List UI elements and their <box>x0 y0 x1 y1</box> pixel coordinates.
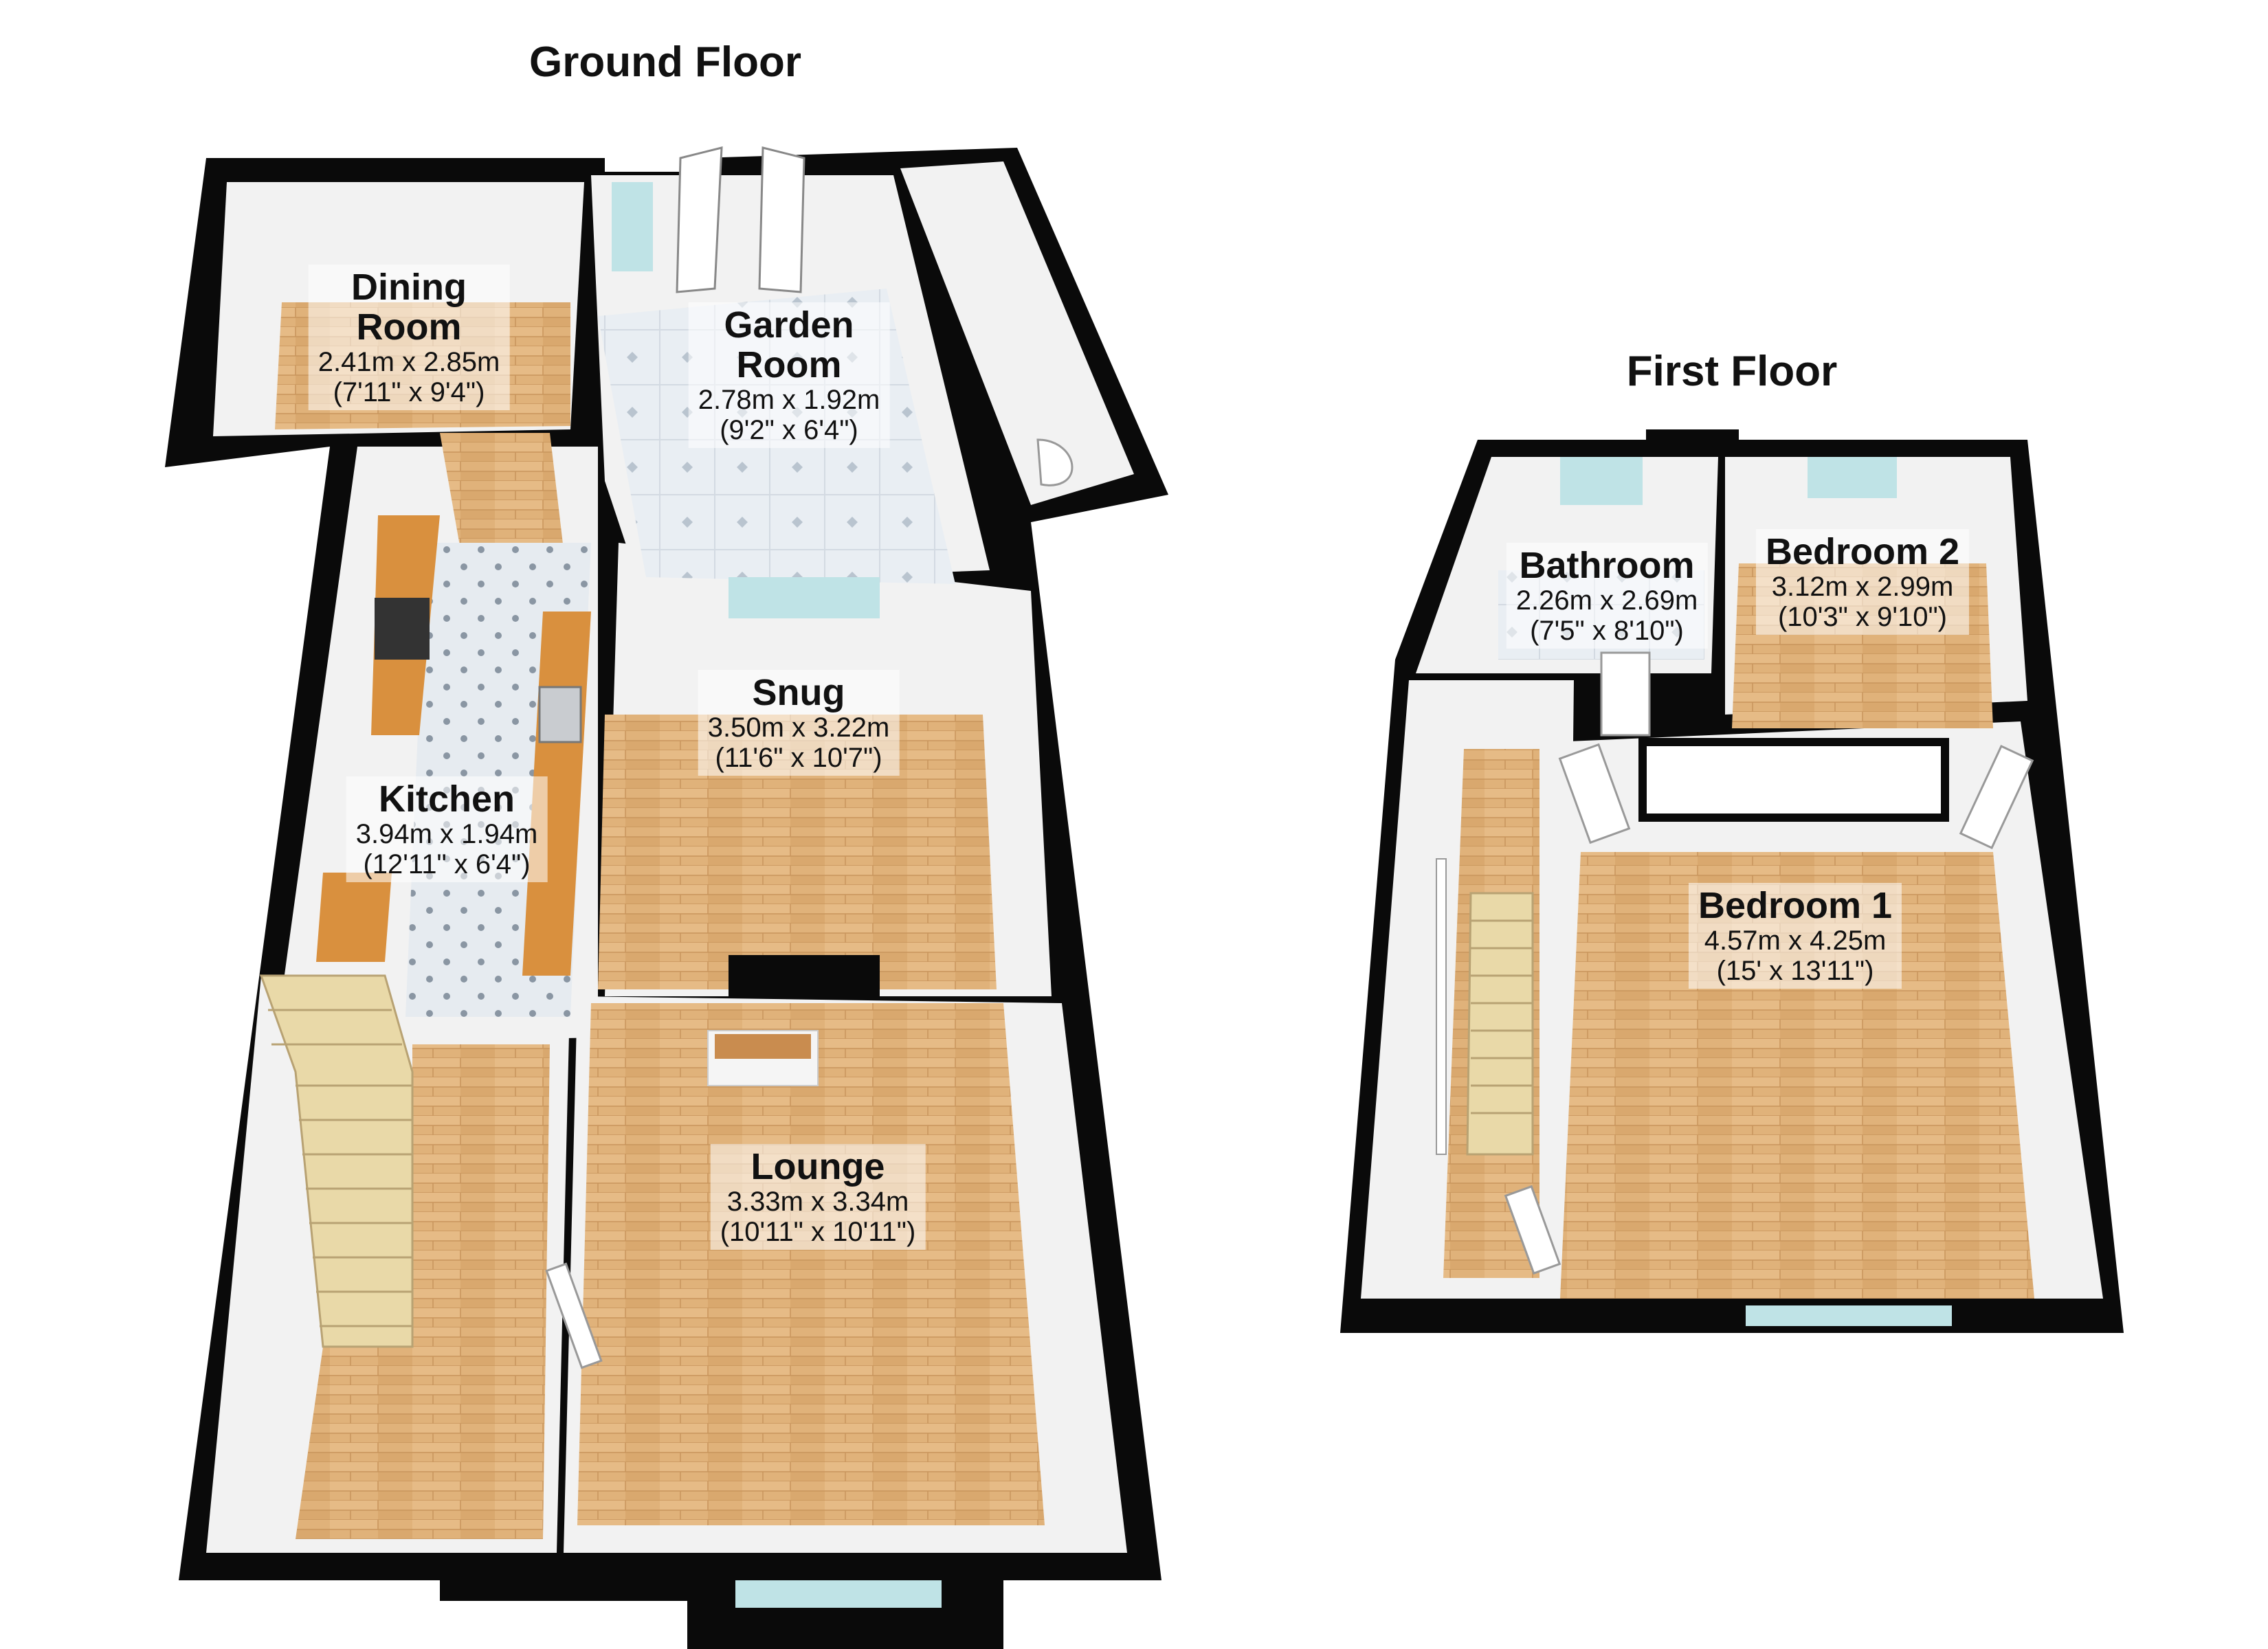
chimney-breast <box>729 955 880 996</box>
snug-window <box>729 577 880 618</box>
dining-passage-floor <box>440 433 564 550</box>
garden-french-doors <box>676 146 805 293</box>
room-label-garden: Garden Room 2.78m x 1.92m (9'2" x 6'4") <box>688 302 890 448</box>
room-dims-metric-dining: 2.41m x 2.85m <box>318 347 500 377</box>
room-label-snug: Snug 3.50m x 3.22m (11'6" x 10'7") <box>698 670 900 776</box>
landing-banister <box>1436 858 1447 1155</box>
room-name-bedroom2: Bedroom 2 <box>1765 531 1960 572</box>
bedroom2-window <box>1808 457 1897 498</box>
bedroom1-window <box>1746 1305 1952 1326</box>
room-dims-imperial-kitchen: (12'11" x 6'4") <box>363 849 531 879</box>
room-dims-imperial-bathroom: (7'5" x 8'10") <box>1530 616 1684 646</box>
landing-door <box>1504 1185 1561 1275</box>
garden-room-window <box>612 182 653 271</box>
fireplace-mantel <box>715 1034 811 1059</box>
lounge-window <box>735 1580 942 1608</box>
wc-toilet-icon <box>1036 438 1074 486</box>
room-label-dining: Dining Room 2.41m x 2.85m (7'11" x 9'4") <box>308 265 510 410</box>
room-label-bedroom1: Bedroom 1 4.57m x 4.25m (15' x 13'11") <box>1688 883 1902 989</box>
hob-icon <box>375 598 430 660</box>
room-name-snug: Snug <box>752 672 845 713</box>
bathroom-window <box>1560 457 1643 505</box>
room-label-kitchen: Kitchen 3.94m x 1.94m (12'11" x 6'4") <box>346 776 548 882</box>
room-dims-imperial-snug: (11'6" x 10'7") <box>715 743 882 773</box>
room-dims-metric-bedroom2: 3.12m x 2.99m <box>1771 572 1954 602</box>
room-name-lounge: Lounge <box>751 1146 885 1187</box>
room-dims-metric-bathroom: 2.26m x 2.69m <box>1515 585 1698 616</box>
room-dims-imperial-garden: (9'2" x 6'4") <box>720 415 858 445</box>
room-dims-metric-kitchen: 3.94m x 1.94m <box>355 819 538 849</box>
room-name-bedroom1: Bedroom 1 <box>1698 885 1893 926</box>
ground-floor-plan <box>165 146 1168 1649</box>
snug-floor <box>598 715 997 989</box>
hall-floor <box>296 1044 550 1539</box>
first-floor-plan <box>1340 429 2124 1333</box>
kitchen-lower-unit <box>316 873 392 962</box>
room-label-bathroom: Bathroom 2.26m x 2.69m (7'5" x 8'10") <box>1506 543 1708 649</box>
room-dims-imperial-bedroom2: (10'3" x 9'10") <box>1777 602 1947 632</box>
room-dims-imperial-bedroom1: (15' x 13'11") <box>1716 956 1874 986</box>
room-label-bedroom2: Bedroom 2 3.12m x 2.99m (10'3" x 9'10") <box>1755 529 1970 635</box>
room-name-kitchen: Kitchen <box>378 778 515 820</box>
first-floor-staircase <box>1466 892 1534 1156</box>
bedroom1-chimney <box>1638 738 1949 822</box>
room-name-dining-line2: Room <box>356 306 462 348</box>
room-name-bathroom: Bathroom <box>1519 545 1695 586</box>
first-floor-title: First Floor <box>1626 348 1838 395</box>
bedroom2-door <box>1959 744 2034 850</box>
ground-floor-staircase <box>259 974 414 1348</box>
room-dims-imperial-lounge: (10'11" x 10'11") <box>720 1217 916 1247</box>
lounge-floor <box>577 1003 1045 1525</box>
wc-walls <box>900 161 1134 505</box>
sink-icon <box>538 686 582 743</box>
room-dims-imperial-dining: (7'11" x 9'4") <box>333 377 485 407</box>
radiator <box>545 1262 603 1369</box>
ground-floor-title: Ground Floor <box>529 38 802 86</box>
room-dims-metric-snug: 3.50m x 3.22m <box>707 713 890 743</box>
room-name-garden-line1: Garden <box>724 304 854 346</box>
bedroom1-door <box>1558 743 1631 844</box>
room-name-garden-line2: Room <box>736 344 842 385</box>
room-label-lounge: Lounge 3.33m x 3.34m (10'11" x 10'11") <box>710 1144 926 1250</box>
bathroom-door <box>1600 651 1651 737</box>
room-dims-metric-bedroom1: 4.57m x 4.25m <box>1704 926 1887 956</box>
room-dims-metric-lounge: 3.33m x 3.34m <box>726 1187 909 1217</box>
room-dims-metric-garden: 2.78m x 1.92m <box>698 385 880 415</box>
bedroom1-floor <box>1560 852 2034 1299</box>
room-name-dining-line1: Dining <box>351 267 467 308</box>
